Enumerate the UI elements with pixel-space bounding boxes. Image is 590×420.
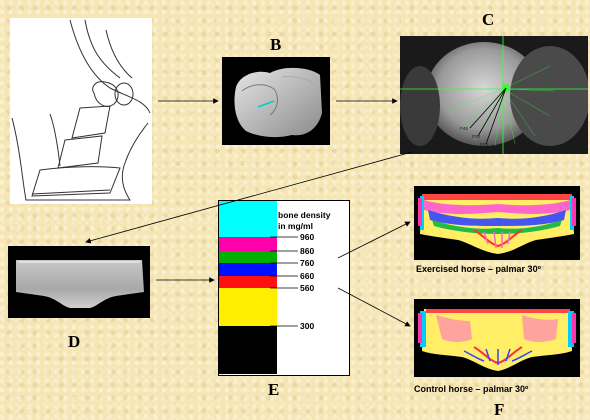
arrow-e-to-control <box>338 288 410 326</box>
arrow-c-to-d <box>86 152 412 242</box>
arrow-e-to-exercised <box>338 222 410 258</box>
